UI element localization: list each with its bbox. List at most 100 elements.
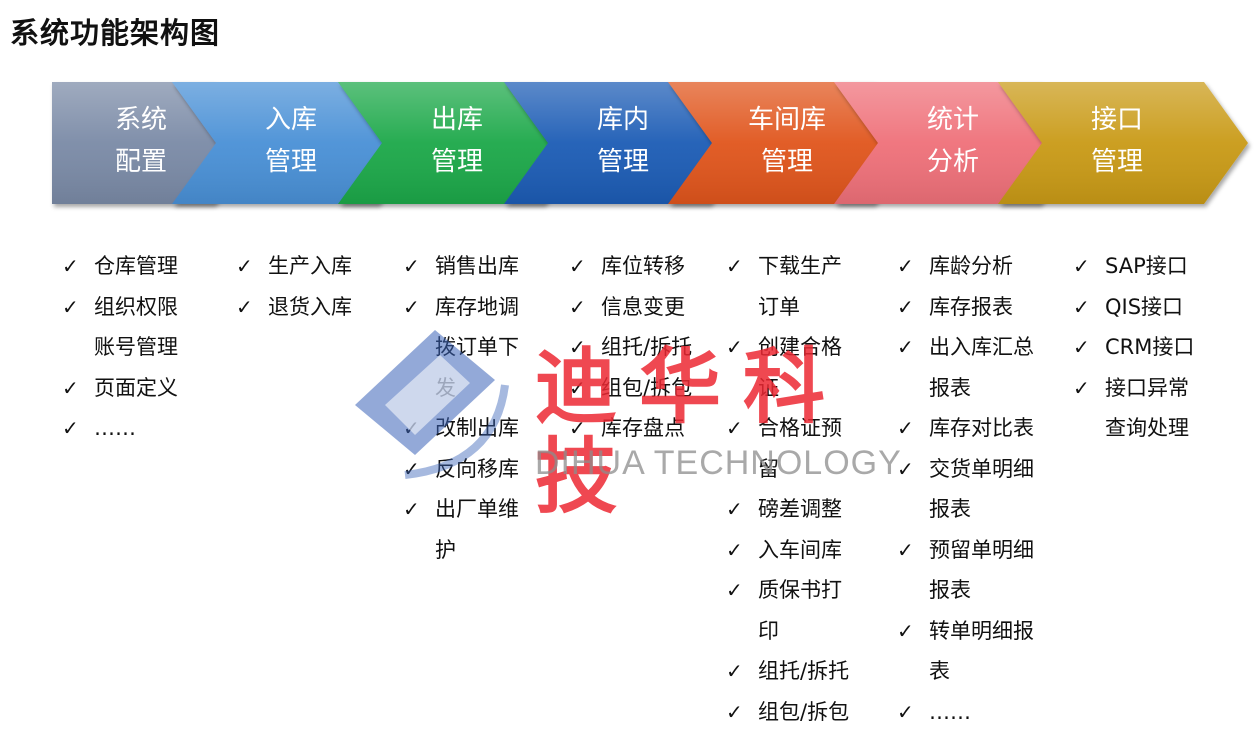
feature-item-text: 查询处理 bbox=[1105, 416, 1189, 440]
stage-label-line2: 管理 bbox=[760, 147, 813, 177]
feature-item: ✓合格证预留 bbox=[726, 408, 849, 489]
stage-label-interface: 接口管理 bbox=[1042, 99, 1192, 183]
stage-label-line1: 入库 bbox=[264, 105, 317, 135]
checkmark-icon: ✓ bbox=[403, 254, 420, 278]
feature-item-text: 库龄分析 bbox=[929, 254, 1013, 278]
stage-label-line1: 出库 bbox=[430, 105, 483, 135]
column-internal: ✓库位转移✓信息变更✓组托/拆托✓组包/拆包✓库存盘点 bbox=[569, 246, 692, 449]
checkmark-icon: ✓ bbox=[726, 416, 743, 440]
feature-item: ✓ 出厂单维护 bbox=[403, 489, 519, 570]
feature-item: ✓QIS接口 bbox=[1073, 287, 1194, 328]
feature-item-text: 印 bbox=[758, 618, 779, 643]
feature-item-text: …… bbox=[929, 699, 971, 724]
feature-item-text: 接口异常 bbox=[1105, 375, 1189, 400]
chevron-gloss bbox=[172, 82, 422, 204]
feature-item-text: 页面定义 bbox=[94, 375, 178, 400]
checkmark-icon: ✓ bbox=[569, 375, 586, 400]
feature-item: ✓反向移库 bbox=[403, 449, 519, 490]
checkmark-icon: ✓ bbox=[403, 497, 420, 521]
feature-item: ✓出入库汇总报表 bbox=[897, 327, 1034, 408]
feature-item-text: 组包/拆包 bbox=[601, 375, 693, 400]
feature-item-text: SAP接口 bbox=[1105, 254, 1188, 278]
feature-item-text: 报表 bbox=[929, 375, 971, 400]
feature-item: ✓库龄分析 bbox=[897, 246, 1034, 287]
feature-item: ✓ SAP接口 bbox=[1073, 246, 1194, 287]
feature-item-text: 组织权限 bbox=[94, 294, 178, 319]
feature-item: ✓转单明细报表 bbox=[897, 611, 1034, 692]
feature-item-text: 护 bbox=[435, 537, 456, 562]
feature-item-text: 退货入库 bbox=[268, 294, 352, 319]
feature-item: ✓ 质保书打印 bbox=[726, 570, 849, 651]
feature-item-text: 表 bbox=[929, 659, 950, 683]
feature-item-text: …… bbox=[94, 416, 136, 440]
feature-item-text: 创建合格 bbox=[758, 335, 842, 359]
stage-label-workshop: 车间库管理 bbox=[712, 99, 862, 183]
chevron-gloss bbox=[998, 82, 1248, 204]
feature-item-text: 库存报表 bbox=[929, 294, 1013, 319]
stage-label-line1: 接口 bbox=[1090, 105, 1143, 135]
feature-item: ✓组托/拆托 bbox=[726, 651, 849, 692]
checkmark-icon: ✓ bbox=[1073, 294, 1090, 319]
feature-item-text: 库存地调 bbox=[435, 294, 519, 319]
feature-item-text: 发 bbox=[435, 375, 456, 400]
checkmark-icon: ✓ bbox=[897, 537, 914, 562]
checkmark-icon: ✓ bbox=[726, 659, 743, 683]
checkmark-icon: ✓ bbox=[62, 416, 79, 440]
checkmark-icon: ✓ bbox=[726, 578, 743, 602]
feature-item: ✓ 组包/拆包 bbox=[569, 368, 692, 409]
feature-item-text: 组包/拆包 bbox=[758, 699, 850, 724]
feature-item: ✓库存对比表 bbox=[897, 408, 1034, 449]
checkmark-icon: ✓ bbox=[1073, 375, 1090, 400]
checkmark-icon: ✓ bbox=[897, 699, 914, 724]
checkmark-icon: ✓ bbox=[569, 254, 586, 278]
checkmark-icon: ✓ bbox=[62, 254, 79, 278]
feature-item-text: 出厂单维 bbox=[435, 497, 519, 521]
checkmark-icon: ✓ bbox=[62, 375, 79, 400]
feature-item: ✓磅差调整 bbox=[726, 489, 849, 530]
feature-item: ✓库存盘点 bbox=[569, 408, 692, 449]
feature-item: ✓ 库存地调拨订单下发 bbox=[403, 287, 519, 409]
feature-item-text: 销售出库 bbox=[435, 254, 519, 278]
feature-item-text: 信息变更 bbox=[601, 294, 685, 319]
checkmark-icon: ✓ bbox=[62, 294, 79, 319]
feature-item-text: 入车间库 bbox=[758, 537, 842, 562]
feature-item-text: 质保书打 bbox=[758, 578, 842, 602]
feature-item-text: 订单 bbox=[758, 294, 800, 319]
checkmark-icon: ✓ bbox=[726, 335, 743, 359]
chevron-gloss bbox=[668, 82, 918, 204]
checkmark-icon: ✓ bbox=[1073, 254, 1090, 278]
checkmark-icon: ✓ bbox=[1073, 335, 1090, 359]
feature-item-text: 留 bbox=[758, 456, 779, 481]
feature-item: ✓ …… bbox=[62, 408, 178, 449]
stage-label-outbound: 出库管理 bbox=[382, 99, 532, 183]
checkmark-icon: ✓ bbox=[897, 618, 914, 643]
column-stats: ✓库龄分析✓库存报表✓出入库汇总报表✓库存对比表✓交货单明细报表✓预留单明细报表… bbox=[897, 246, 1034, 732]
feature-item-text: 证 bbox=[758, 375, 779, 400]
checkmark-icon: ✓ bbox=[726, 699, 743, 724]
checkmark-icon: ✓ bbox=[403, 294, 420, 319]
feature-item-text: 报表 bbox=[929, 578, 971, 602]
feature-item-text: 下载生产 bbox=[758, 254, 842, 278]
stage-label-line2: 配置 bbox=[114, 147, 167, 177]
feature-item: ✓下载生产订单 bbox=[726, 246, 849, 327]
checkmark-icon: ✓ bbox=[569, 335, 586, 359]
column-interface: ✓SAP接口✓QIS接口✓CRM接口✓接口异常查询处理 bbox=[1073, 246, 1194, 449]
stage-label-line2: 分析 bbox=[926, 147, 979, 177]
column-inbound: ✓生产入库 ✓ 退货入库 bbox=[236, 246, 352, 327]
feature-item-text: 预留单明细 bbox=[929, 537, 1034, 562]
column-workshop: ✓ 下载生产订单 ✓ 创建合格证 ✓合格证预留✓磅差调整 ✓ 入车间库 ✓ 质保书打印 ✓组托/拆… bbox=[726, 246, 849, 732]
feature-item: ✓ 预留单明细报表 bbox=[897, 530, 1034, 611]
feature-item: ✓ 组织权限账号管理 bbox=[62, 287, 178, 368]
checkmark-icon: ✓ bbox=[726, 537, 743, 562]
feature-item-text: 组托/拆托 bbox=[601, 335, 693, 359]
feature-item: ✓生产入库 bbox=[236, 246, 352, 287]
feature-item-text: 库存盘点 bbox=[601, 416, 685, 440]
feature-item-text: 出入库汇总 bbox=[929, 335, 1034, 359]
feature-item-text: 账号管理 bbox=[94, 335, 178, 359]
checkmark-icon: ✓ bbox=[236, 294, 253, 319]
stage-label-line1: 库内 bbox=[596, 105, 649, 135]
process-chevrons bbox=[52, 82, 1248, 204]
feature-item: ✓ 退货入库 bbox=[236, 287, 352, 328]
feature-item-text: 拨订单下 bbox=[435, 335, 519, 359]
feature-item-text: 反向移库 bbox=[435, 456, 519, 481]
